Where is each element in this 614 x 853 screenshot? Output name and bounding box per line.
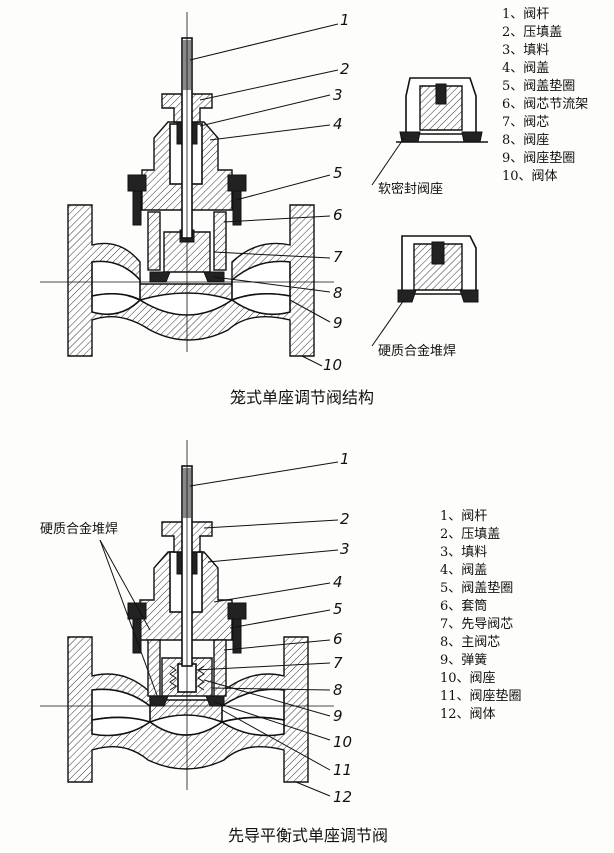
callout-6-num: 6 [333,206,343,224]
legend-2-item: 2、压填盖 [440,527,501,542]
legend-2-item: 3、填料 [440,545,488,560]
legend-1-item: 4、阀盖 [502,61,550,76]
legend-1: 1、阀杆 2、压填盖 3、填料 4、阀盖 5、阀盖垫圈 6、阀芯节流架 7、阀芯… [502,6,588,186]
callout-3-num: 3 [333,86,343,104]
legend-1-item: 5、阀盖垫圈 [502,79,576,94]
callout-10-num: 10 [323,356,343,374]
inset-hard-alloy [371,235,479,347]
legend-2-item: 1、阀杆 [440,509,488,524]
legend-2-item: 8、主阀芯 [440,635,501,650]
callout-3-num: 3 [340,540,350,558]
callout-2-num: 2 [340,510,350,528]
valve1-body [67,204,315,357]
callout-12-num: 12 [333,788,353,806]
callout-9-num: 9 [333,314,343,332]
callout-9-num: 9 [333,707,343,725]
callout-7-num: 7 [333,654,343,672]
legend-2-item: 12、阀体 [440,707,496,722]
legend-2-item: 7、先导阀芯 [440,617,514,632]
valve2-body [67,636,309,783]
caption-2: 先导平衡式单座调节阀 [228,826,389,845]
inset-soft-seal [371,77,488,186]
legend-2-item: 6、套筒 [440,599,488,614]
callout-1-num: 1 [340,450,350,468]
legend-2-item: 11、阀座垫圈 [440,689,522,704]
callout-11-num: 11 [333,761,353,779]
valve2-leaders [99,461,339,797]
callout-2-num: 2 [340,60,350,78]
caption-1: 笼式单座调节阀结构 [230,388,375,407]
legend-2-item: 10、阀座 [440,671,496,686]
legend-2-item: 5、阀盖垫圈 [440,581,514,596]
legend-1-item: 6、阀芯节流架 [502,97,589,112]
callout-7-num: 7 [333,248,343,266]
callout-5-num: 5 [333,164,343,182]
legend-1-item: 9、阀座垫圈 [502,151,576,166]
legend-2: 1、阀杆 2、压填盖 3、填料 4、阀盖 5、阀盖垫圈 6、套筒 7、先导阀芯 … [440,508,522,724]
legend-2-item: 4、阀盖 [440,563,488,578]
callout-8-num: 8 [333,681,343,699]
hard-alloy-label-2: 硬质合金堆焊 [40,522,119,537]
legend-1-item: 1、阀杆 [502,7,550,22]
callout-4-num: 4 [333,115,343,133]
legend-1-item: 10、阀体 [502,169,558,184]
pilot-valve-drawing [40,440,334,790]
callout-8-num: 8 [333,284,343,302]
callout-5-num: 5 [333,600,343,618]
hard-alloy-label-1: 硬质合金堆焊 [378,344,457,359]
soft-seal-label: 软密封阀座 [378,182,444,197]
legend-1-item: 3、填料 [502,43,550,58]
legend-1-item: 2、压填盖 [502,25,563,40]
legend-2-item: 9、弹簧 [440,653,488,668]
cage-valve-drawing [40,12,334,357]
callout-10-num: 10 [333,733,353,751]
legend-1-item: 7、阀芯 [502,115,550,130]
callout-6-num: 6 [333,630,343,648]
callout-1-num: 1 [340,11,350,29]
valve1-leaders [189,23,339,367]
callout-4-num: 4 [333,573,343,591]
legend-1-item: 8、阀座 [502,133,550,148]
